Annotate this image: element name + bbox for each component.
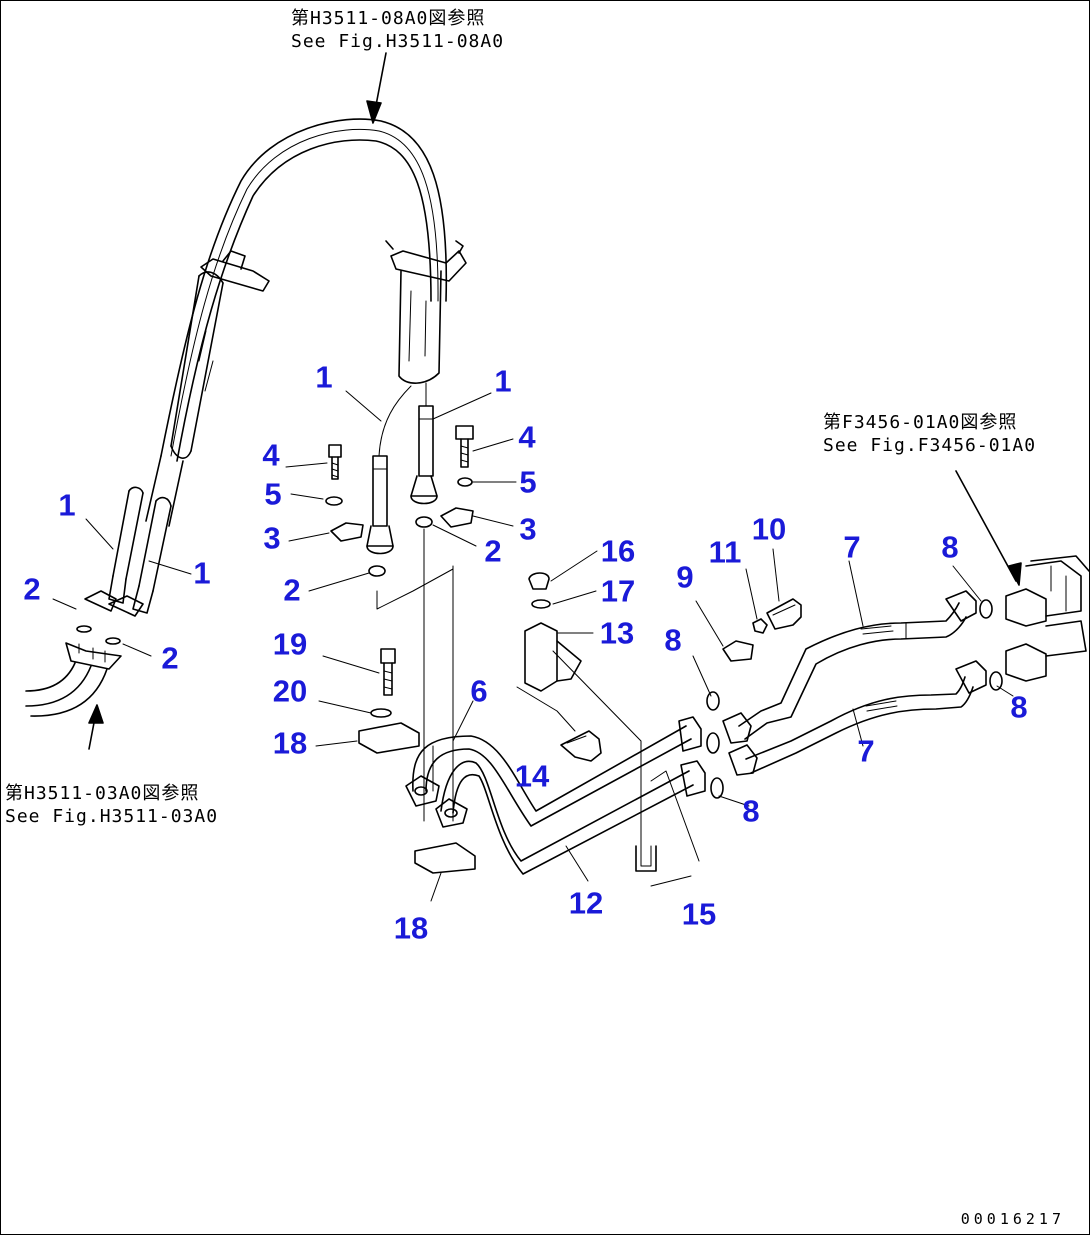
oring-2-left — [368, 565, 386, 577]
clamp-3-right — [440, 507, 474, 528]
callout-18: 18 — [393, 910, 429, 946]
callout-12: 12 — [568, 885, 604, 921]
callout-6: 6 — [470, 673, 488, 709]
clamp-18-top — [358, 722, 420, 754]
tube-6 — [405, 725, 692, 827]
callout-1: 1 — [58, 487, 76, 523]
callout-14: 14 — [514, 758, 550, 794]
valve-block-right — [1005, 555, 1089, 682]
ref-right-line1: 第F3456-01A0図参照 — [823, 412, 1018, 433]
clamp-3-left — [330, 522, 364, 542]
nut-11 — [752, 618, 768, 634]
callout-1: 1 — [315, 359, 333, 395]
clamp-9 — [722, 640, 754, 662]
hose-7-upper — [722, 590, 977, 744]
u-bolt-15 — [635, 845, 657, 872]
callout-19: 19 — [272, 626, 308, 662]
center-leaders — [376, 528, 454, 822]
callout-1: 1 — [193, 555, 211, 591]
leaders-misc — [516, 650, 700, 887]
callout-4: 4 — [262, 437, 280, 473]
callout-5: 5 — [519, 464, 537, 500]
callout-2: 2 — [23, 571, 41, 607]
ref-top: 第H3511-08A0図参照 See Fig.H3511-08A0 — [291, 7, 504, 53]
callout-3: 3 — [263, 520, 281, 556]
callout-10: 10 — [751, 511, 787, 547]
bolt-4-left — [328, 444, 342, 480]
callout-15: 15 — [681, 896, 717, 932]
washer-17 — [531, 599, 551, 609]
callout-13: 13 — [599, 615, 635, 651]
oring-8-b — [989, 671, 1003, 691]
tube-12 — [435, 760, 694, 875]
callout-2: 2 — [283, 572, 301, 608]
callout-5: 5 — [264, 476, 282, 512]
clamp-18-bottom — [414, 842, 476, 874]
tube-flanges-right — [678, 716, 724, 799]
hose-7-lower — [728, 660, 987, 776]
washer-5-left — [325, 496, 343, 506]
document-id: 00016217 — [960, 1210, 1065, 1228]
callout-2: 2 — [161, 640, 179, 676]
hose-item1-center — [366, 382, 438, 555]
callout-8: 8 — [664, 622, 682, 658]
callout-17: 17 — [600, 573, 636, 609]
callout-18: 18 — [272, 725, 308, 761]
ref-left-line2: See Fig.H3511-03A0 — [5, 806, 219, 827]
bracket-13 — [524, 622, 582, 692]
callout-9: 9 — [676, 559, 694, 595]
ref-left-line1: 第H3511-03A0図参照 — [5, 783, 200, 804]
washer-20 — [370, 708, 392, 718]
callout-8: 8 — [941, 529, 959, 565]
hose-ends-left — [84, 486, 172, 617]
ref-top-line1: 第H3511-08A0図参照 — [291, 8, 486, 29]
bolt-19 — [380, 648, 396, 696]
callout-7: 7 — [857, 733, 875, 769]
oring-8-c — [706, 691, 720, 711]
callout-7: 7 — [843, 529, 861, 565]
bolt-10 — [766, 598, 802, 630]
ref-right-line2: See Fig.F3456-01A0 — [823, 435, 1037, 456]
callout-4: 4 — [518, 419, 536, 455]
callout-leaders — [52, 390, 1014, 902]
ref-arrow-top — [366, 52, 387, 124]
bolt-4-right — [455, 425, 474, 468]
ref-arrow-right — [955, 470, 1022, 586]
ref-top-line2: See Fig.H3511-08A0 — [291, 31, 505, 52]
ref-right: 第F3456-01A0図参照 See Fig.F3456-01A0 — [823, 411, 1036, 457]
callout-8: 8 — [1010, 689, 1028, 725]
callout-11: 11 — [708, 534, 742, 570]
callout-2: 2 — [484, 533, 502, 569]
oring-2-right — [415, 516, 433, 528]
callout-3: 3 — [519, 511, 537, 547]
nut-16 — [528, 572, 550, 590]
tubes-left-lower — [25, 625, 122, 750]
callout-1: 1 — [494, 363, 512, 399]
callout-20: 20 — [272, 673, 308, 709]
ref-left: 第H3511-03A0図参照 See Fig.H3511-03A0 — [5, 782, 218, 828]
hose-arch — [145, 118, 467, 527]
callout-16: 16 — [600, 533, 636, 569]
oring-8-a — [979, 599, 993, 619]
callout-8: 8 — [742, 793, 760, 829]
washer-5-right — [457, 477, 473, 487]
bolt-14 — [560, 730, 602, 762]
